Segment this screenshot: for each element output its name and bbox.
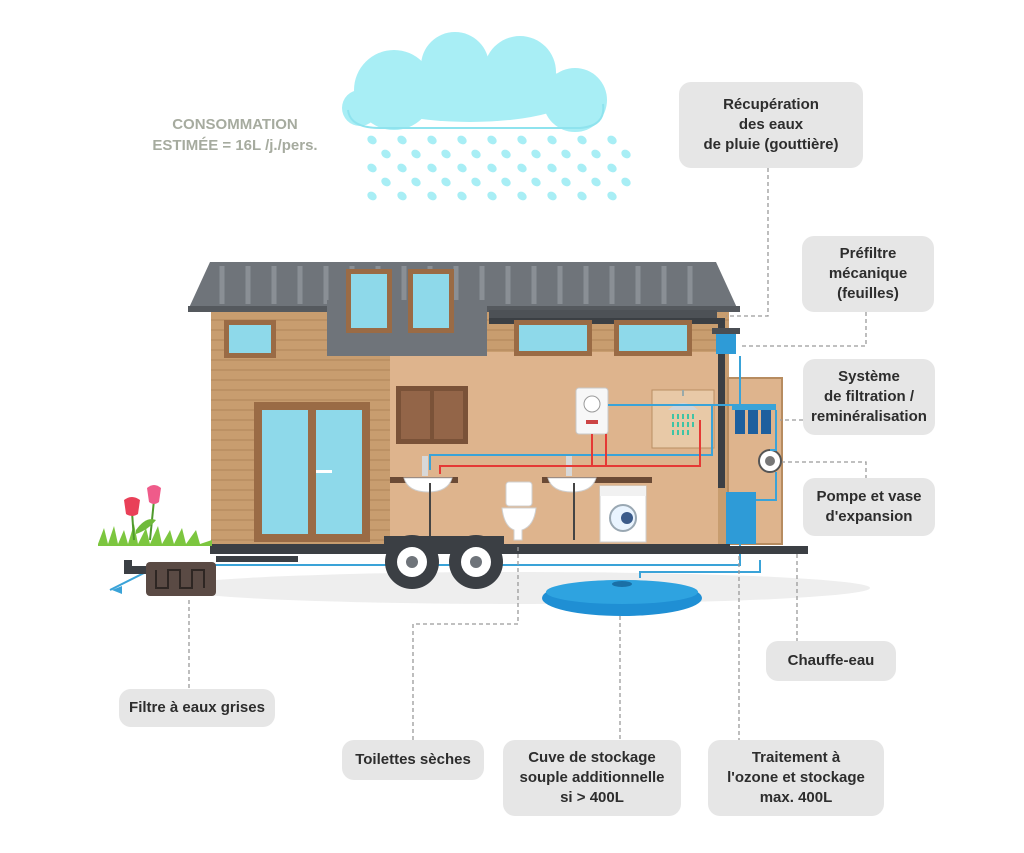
label-pump-expansion: Pompe et vase d'expansion: [803, 478, 935, 536]
label-line: de pluie (gouttière): [703, 136, 839, 153]
label-line: max. 400L: [759, 789, 833, 806]
gutter: [489, 318, 721, 324]
label-ozone-treatment: Traitement à l'ozone et stockage max. 40…: [708, 740, 884, 816]
label-rain-harvest: Récupération des eaux de pluie (gouttièr…: [679, 82, 863, 168]
label-line: d'expansion: [825, 508, 913, 525]
label-line: Système: [838, 368, 900, 385]
grey-water-filter-icon: [124, 560, 216, 596]
ozone-storage-tank: [726, 492, 756, 544]
water-heater-icon: [575, 387, 609, 435]
label-filtration-system: Système de filtration / reminéralisation: [803, 359, 935, 435]
rain-cloud-icon: [342, 32, 607, 132]
sink-icon: [403, 477, 453, 493]
label-grey-water-filter: Filtre à eaux grises: [119, 689, 275, 727]
pump-icon: [758, 449, 782, 473]
label-line: Filtre à eaux grises: [129, 699, 265, 716]
label-line: mécanique: [828, 265, 908, 282]
label-line: des eaux: [738, 116, 804, 133]
flowers-icon: [98, 485, 212, 546]
label-line: Toilettes sèches: [355, 751, 471, 768]
consumption-line-2: ESTIMÉE = 16L /j./pers.: [152, 137, 318, 154]
label-line: de filtration /: [824, 388, 914, 405]
ground-shadow: [170, 572, 870, 604]
label-line: (feuilles): [837, 285, 899, 302]
toilet-icon: [501, 481, 537, 541]
label-storage-tank: Cuve de stockage souple additionnelle si…: [503, 740, 681, 816]
downpipe: [718, 318, 725, 488]
flexible-storage-tank-icon: [542, 580, 702, 616]
front-door: [254, 402, 370, 542]
label-line: si > 400L: [560, 789, 624, 806]
label-line: reminéralisation: [811, 408, 927, 425]
label-line: Chauffe-eau: [787, 652, 875, 669]
label-line: l'ozone et stockage: [727, 769, 865, 786]
label-water-heater: Chauffe-eau: [766, 641, 896, 681]
label-line: souple additionnelle: [519, 769, 665, 786]
leader-lines: [188, 168, 867, 740]
label-line: Préfiltre: [839, 245, 897, 262]
raindrops-icon: [367, 135, 631, 201]
label-line: Cuve de stockage: [528, 749, 656, 766]
label-line: Récupération: [723, 96, 819, 113]
sink-icon-2: [547, 477, 597, 493]
filtration-unit-icon: [732, 404, 776, 434]
consumption-estimate: CONSOMMATION ESTIMÉE = 16L /j./pers.: [120, 114, 350, 156]
label-line: Pompe et vase: [816, 488, 922, 505]
trailer-wheels: [384, 535, 504, 589]
wall-cabinet: [396, 386, 468, 444]
tiny-house: [98, 262, 808, 616]
prefilter-funnel-icon: [712, 328, 740, 354]
label-prefilter: Préfiltre mécanique (feuilles): [802, 236, 934, 312]
consumption-line-1: CONSOMMATION: [172, 116, 298, 133]
washing-machine-icon: [599, 485, 647, 543]
windows: [224, 269, 692, 358]
label-dry-toilet: Toilettes sèches: [342, 740, 484, 780]
label-line: Traitement à: [751, 749, 841, 766]
